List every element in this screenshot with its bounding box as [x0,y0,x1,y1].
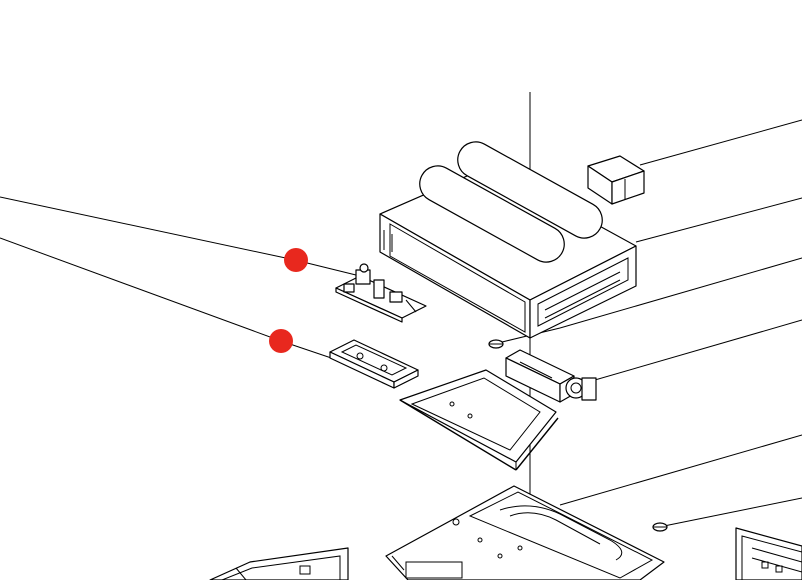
leader-lines-left [0,196,361,366]
hotspot-control-board[interactable] [284,248,308,272]
clip-part [488,339,668,532]
fan-motor-part [505,349,597,403]
board-bracket-part [329,339,419,389]
cover-bracket-part [587,155,645,205]
duct-frame-part [399,369,559,471]
right-panel-part [735,527,802,580]
left-panel-part [209,547,349,580]
top-cover-panel-part [379,141,637,339]
base-panel-part [385,485,665,580]
control-board-part [335,263,427,323]
hotspot-board-bracket[interactable] [269,329,293,353]
leader-lines-right [501,119,802,527]
